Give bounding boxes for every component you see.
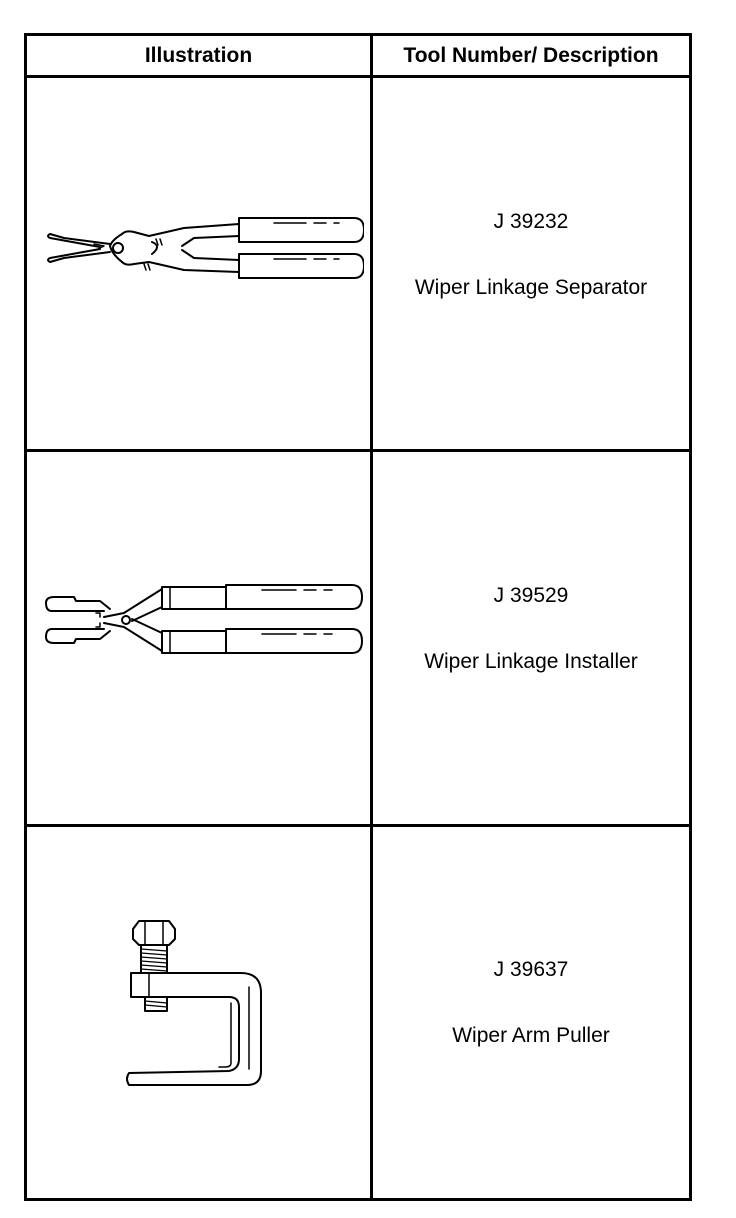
illustration-cell: [24, 823, 373, 1202]
description-cell: J 39637 Wiper Arm Puller: [370, 823, 692, 1202]
tool-description: Wiper Linkage Separator: [414, 275, 648, 299]
description-cell: J 39529 Wiper Linkage Installer: [370, 449, 692, 827]
description-cell: J 39232 Wiper Linkage Separator: [370, 74, 692, 453]
tool-description: Wiper Linkage Installer: [424, 649, 638, 673]
header-illustration: Illustration: [24, 33, 373, 78]
table-header-row: Illustration Tool Number/ Description: [24, 33, 692, 78]
wiper-arm-puller-clamp-icon: [125, 920, 262, 1087]
table-row: J 39529 Wiper Linkage Installer: [24, 449, 692, 827]
tool-number: J 39232: [493, 209, 569, 233]
illustration-cell: [24, 449, 373, 827]
tool-number: J 39637: [493, 958, 569, 982]
illustration-cell: [24, 74, 373, 453]
table-row: J 39232 Wiper Linkage Separator: [24, 74, 692, 453]
tool-description: Wiper Arm Puller: [452, 1024, 610, 1048]
wiper-linkage-installer-pliers-icon: [44, 583, 363, 654]
header-tool-number-description: Tool Number/ Description: [370, 33, 692, 78]
table-row: J 39637 Wiper Arm Puller: [24, 823, 692, 1202]
special-tools-table: Illustration Tool Number/ Description: [24, 33, 692, 1202]
wiper-linkage-separator-pliers-icon: [46, 216, 364, 279]
tool-number: J 39529: [493, 583, 569, 607]
